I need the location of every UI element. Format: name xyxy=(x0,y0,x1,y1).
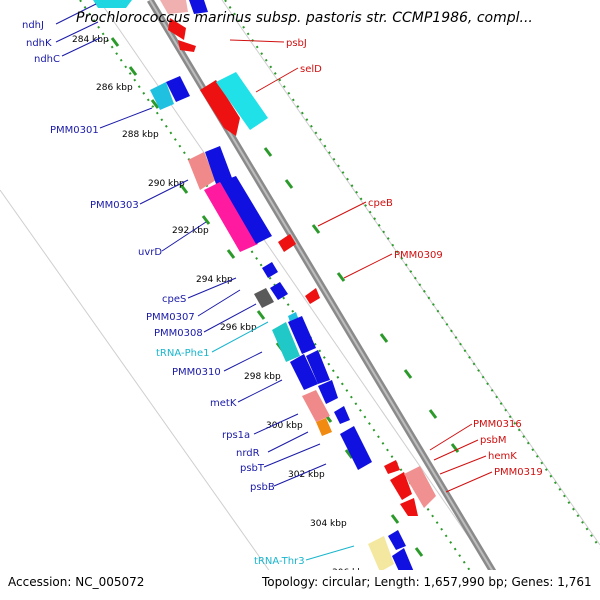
top-features xyxy=(93,0,208,52)
leader-tRNA-Thr3 xyxy=(305,545,355,561)
label-ndhC[interactable]: ndhC xyxy=(34,54,60,65)
label-tRNA-Phe1[interactable]: tRNA-Phe1 xyxy=(156,348,209,359)
label-psbB[interactable]: psbB xyxy=(250,482,275,493)
feature-PMM0303-blue[interactable] xyxy=(205,146,232,184)
feature-PMM0301-cyan[interactable] xyxy=(150,82,174,110)
label-selD[interactable]: selD xyxy=(300,64,322,75)
feature-metK-blue-2[interactable] xyxy=(306,350,330,384)
feature-top-cyan[interactable] xyxy=(93,0,132,8)
label-hemK[interactable]: hemK xyxy=(488,451,517,462)
label-uvrD[interactable]: uvrD xyxy=(138,247,162,258)
feature-top-red-2[interactable] xyxy=(178,40,196,52)
feature-rps1a[interactable] xyxy=(302,390,330,422)
tick-288: 288 kbp xyxy=(122,130,159,140)
feature-PMM0307[interactable] xyxy=(270,282,288,300)
label-cpeS[interactable]: cpeS xyxy=(162,294,186,305)
label-psbT[interactable]: psbT xyxy=(240,463,265,474)
label-ndhJ[interactable]: ndhJ xyxy=(22,20,44,31)
feature-PMM0301-blue[interactable] xyxy=(166,76,190,102)
feature-metK-blue[interactable] xyxy=(290,354,318,390)
feature-PMM0308[interactable] xyxy=(254,288,274,308)
feature-PMM0319[interactable] xyxy=(400,498,418,516)
footer-summary: Topology: circular; Length: 1,657,990 bp… xyxy=(261,575,592,589)
tick-290: 290 kbp xyxy=(148,179,185,189)
feature-top-pink[interactable] xyxy=(160,0,188,14)
left-leaders xyxy=(55,3,327,487)
feature-tRNA-Thr3[interactable] xyxy=(368,536,394,572)
page-title: Prochlorococcus marinus subsp. pastoris … xyxy=(76,10,533,26)
label-PMM0303[interactable]: PMM0303 xyxy=(90,200,139,211)
feature-PMM0309[interactable] xyxy=(305,288,320,304)
leader-tRNA-Phe1 xyxy=(211,321,269,353)
right-leaders xyxy=(229,39,493,493)
label-PMM0319[interactable]: PMM0319 xyxy=(494,467,543,478)
feature-uvrD-magenta[interactable] xyxy=(204,182,258,252)
feature-hemK[interactable] xyxy=(404,466,436,508)
feature-PMM0303-pink[interactable] xyxy=(188,152,216,190)
label-PMM0316[interactable]: PMM0316 xyxy=(473,419,522,430)
forward-features xyxy=(150,76,418,598)
tick-304: 304 kbp xyxy=(310,519,347,529)
tick-298: 298 kbp xyxy=(244,372,281,382)
feature-PMM0316[interactable] xyxy=(384,460,400,474)
tick-284: 284 kbp xyxy=(72,35,109,45)
tick-286: 286 kbp xyxy=(96,83,133,93)
feature-bottom-blue-1[interactable] xyxy=(388,530,406,550)
tick-292: 292 kbp xyxy=(172,226,209,236)
feature-PMM0310-cyan[interactable] xyxy=(272,322,300,362)
feature-psbM[interactable] xyxy=(390,472,412,500)
label-PMM0308[interactable]: PMM0308 xyxy=(154,328,203,339)
label-tRNA-Thr3[interactable]: tRNA-Thr3 xyxy=(254,556,305,567)
label-PMM0307[interactable]: PMM0307 xyxy=(146,312,195,323)
footer-background xyxy=(0,570,600,600)
feature-top-blue[interactable] xyxy=(189,0,208,14)
feature-psbB[interactable] xyxy=(340,426,372,470)
feature-uvrD-blue[interactable] xyxy=(220,176,272,244)
label-metK[interactable]: metK xyxy=(210,398,237,409)
feature-selD-cyan[interactable] xyxy=(216,72,268,130)
label-PMM0309[interactable]: PMM0309 xyxy=(394,250,443,261)
feature-cpeS[interactable] xyxy=(262,262,278,278)
tick-rings xyxy=(79,0,600,600)
footer-accession: Accession: NC_005072 xyxy=(8,575,144,589)
feature-psbT[interactable] xyxy=(334,406,350,424)
feature-rps1a-blue[interactable] xyxy=(318,380,338,404)
feature-PMM0310-blue[interactable] xyxy=(288,316,316,354)
feature-tRNA-Phe1-marker[interactable] xyxy=(288,312,298,322)
feature-top-red[interactable] xyxy=(168,18,186,40)
left-labels: ndhJ ndhK ndhC PMM0301 PMM0303 uvrD cpeS… xyxy=(22,20,305,567)
tick-302: 302 kbp xyxy=(288,470,325,480)
feature-cpeB[interactable] xyxy=(278,234,296,252)
label-nrdR[interactable]: nrdR xyxy=(236,448,260,459)
reverse-features xyxy=(200,72,436,516)
label-cpeB[interactable]: cpeB xyxy=(368,198,393,209)
label-ndhK[interactable]: ndhK xyxy=(26,38,52,49)
tick-300: 300 kbp xyxy=(266,421,303,431)
label-PMM0310[interactable]: PMM0310 xyxy=(172,367,221,378)
feature-nrdR[interactable] xyxy=(316,418,332,436)
tick-294: 294 kbp xyxy=(196,275,233,285)
tick-296: 296 kbp xyxy=(220,323,257,333)
label-rps1a[interactable]: rps1a xyxy=(222,430,250,441)
label-PMM0301[interactable]: PMM0301 xyxy=(50,125,99,136)
feature-selD-red[interactable] xyxy=(200,80,240,136)
right-labels: psbJ selD cpeB PMM0309 PMM0316 psbM hemK… xyxy=(286,38,543,478)
label-psbJ[interactable]: psbJ xyxy=(286,38,307,49)
label-psbM[interactable]: psbM xyxy=(480,435,507,446)
